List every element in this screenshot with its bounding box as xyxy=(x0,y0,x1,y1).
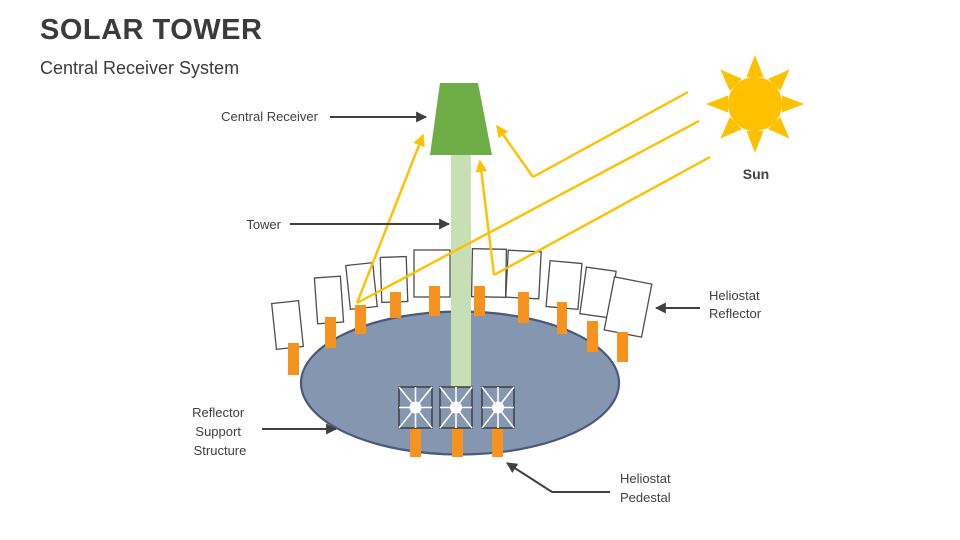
heliostat-pedestal xyxy=(518,292,529,323)
heliostat-pedestal xyxy=(557,302,567,334)
reflected-ray-1 xyxy=(496,125,534,178)
incident-ray-1 xyxy=(532,90,689,179)
heliostat-pedestal xyxy=(410,428,421,457)
incident-ray-3 xyxy=(493,155,711,277)
incident-ray-2 xyxy=(356,119,700,305)
heliostat-pedestal xyxy=(492,428,503,457)
reflected-ray-3 xyxy=(475,159,496,276)
tower xyxy=(451,155,471,387)
heliostat-pedestal-label: Heliostat Pedestal xyxy=(620,471,674,505)
heliostat-pedestal xyxy=(325,317,336,348)
heliostat-pedestal xyxy=(288,343,299,375)
page-title: SOLAR TOWER xyxy=(40,14,263,46)
heliostat-pedestal-arrow xyxy=(506,462,610,493)
page-subtitle: Central Receiver System xyxy=(40,58,240,78)
heliostat-reflector xyxy=(313,275,345,325)
reflector-support-label: Reflector Support Structure xyxy=(192,405,248,458)
heliostat-reflector xyxy=(345,261,378,311)
tower-label: Tower xyxy=(246,217,281,232)
heliostat-pedestals xyxy=(288,286,628,375)
front-heliostats xyxy=(398,386,515,457)
heliostat-reflector xyxy=(270,300,305,350)
heliostat-reflector-field xyxy=(270,248,653,350)
heliostat-pedestal xyxy=(474,286,485,316)
heliostat-reflector-label: Heliostat Reflector xyxy=(709,288,763,321)
central-receiver-label: Central Receiver xyxy=(221,109,318,124)
heliostat-back-view xyxy=(481,386,515,429)
heliostat-pedestal xyxy=(617,332,628,362)
reflected-ray-2 xyxy=(355,133,425,304)
heliostat-reflector xyxy=(470,248,508,298)
heliostat-pedestal xyxy=(452,428,463,457)
sun-label: Sun xyxy=(743,166,769,182)
sun-rays xyxy=(355,90,711,305)
heliostat-pedestal xyxy=(587,321,598,352)
heliostat-pedestal xyxy=(355,305,366,334)
heliostat-pedestal xyxy=(429,286,440,316)
heliostat-back-view xyxy=(398,386,433,429)
heliostat-reflector xyxy=(505,249,542,300)
heliostat-back-view xyxy=(439,386,473,429)
heliostat-pedestal xyxy=(390,292,401,318)
sun-icon xyxy=(706,55,804,153)
central-receiver xyxy=(430,83,492,155)
